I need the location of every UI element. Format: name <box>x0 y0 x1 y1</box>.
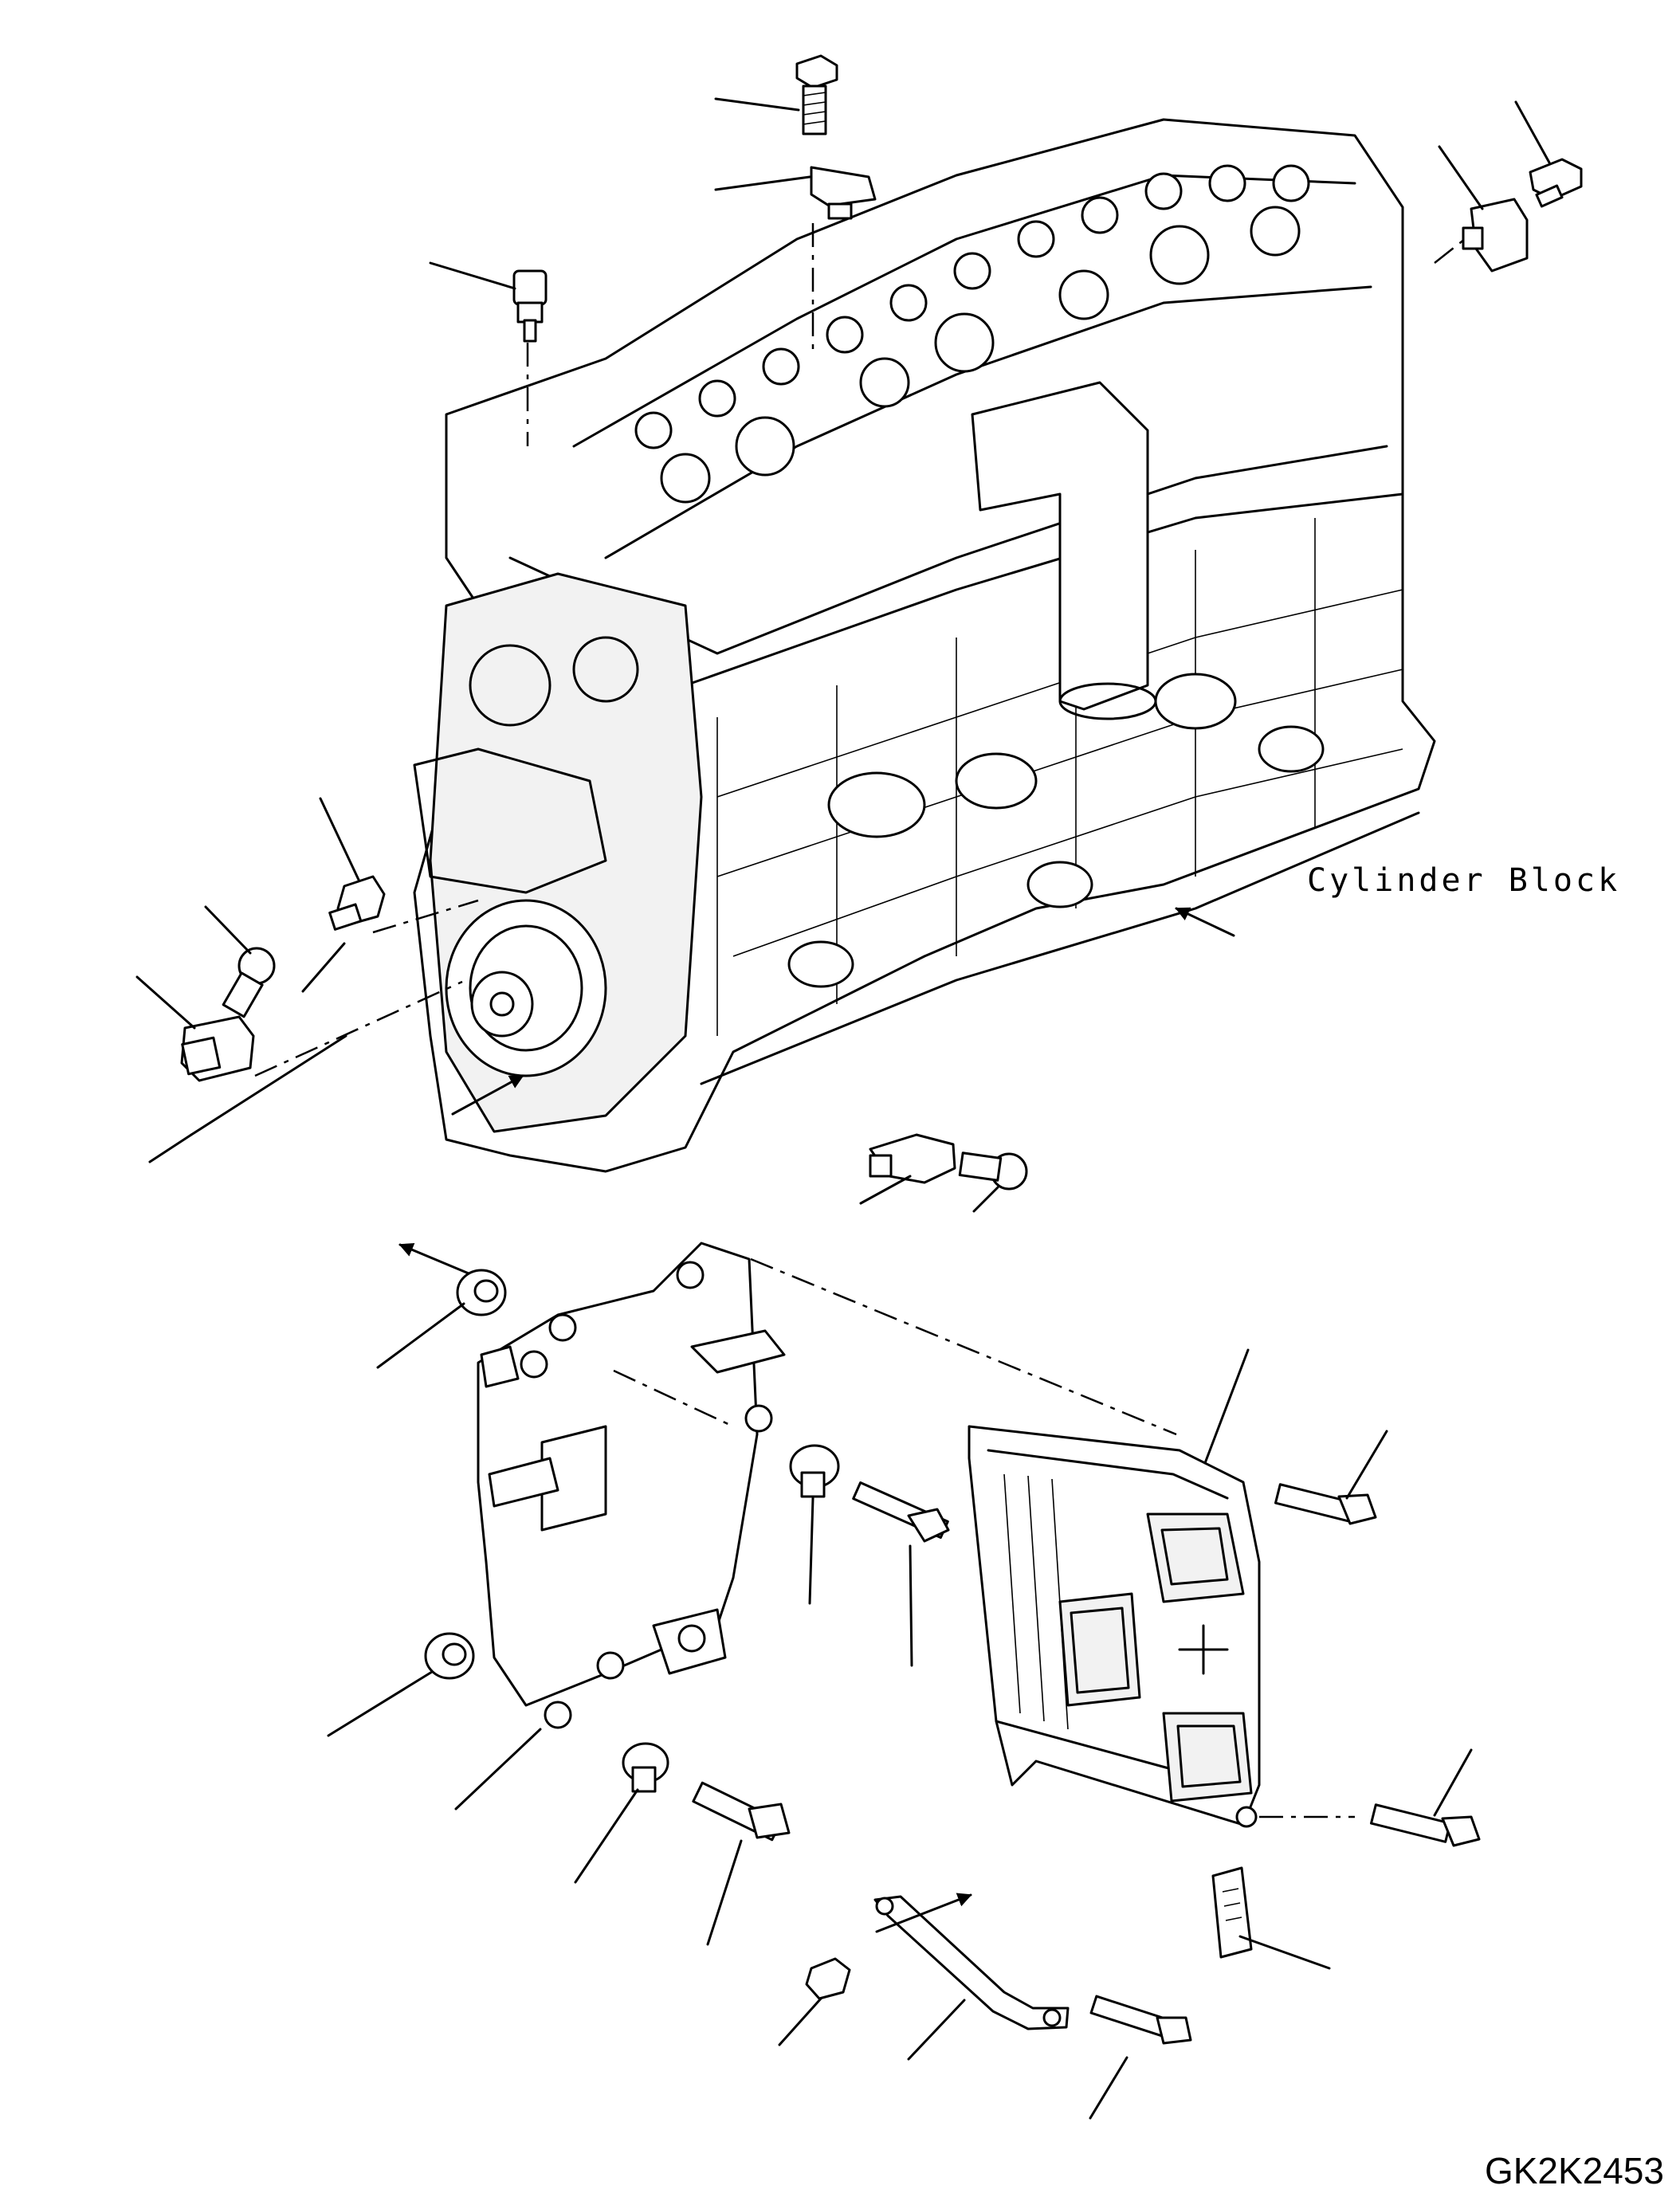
leader-lower-bolt <box>972 1186 999 1213</box>
mount-bracket <box>477 1242 786 1729</box>
dash-cam-sensor <box>1434 238 1466 264</box>
leader-ecm-bolt-upper <box>1345 1430 1388 1500</box>
coolant-temp-sensor <box>512 269 548 343</box>
leader-crank-sensor-c <box>190 1034 347 1136</box>
arrow-cylinder-block <box>1175 907 1235 937</box>
leader-coolant-sensor <box>429 261 516 290</box>
dash-bracket-ecm <box>750 1257 1177 1436</box>
leader-crank-sensor <box>135 975 196 1030</box>
top-bolt <box>795 54 838 135</box>
leader-cam-sensor <box>1438 145 1484 210</box>
stud-lower <box>692 1781 791 1842</box>
leader-boost-sensor <box>714 175 811 191</box>
spacer-mid <box>789 1444 840 1498</box>
cam-speed-sensor <box>1462 198 1529 273</box>
bolt-mid <box>852 1481 950 1543</box>
leader-bolt-mid <box>909 1544 913 1667</box>
leader-right-bolt <box>1514 100 1551 164</box>
leader-ecm <box>1203 1348 1250 1465</box>
left-bolt <box>222 947 276 1018</box>
dash-crank-sensor <box>254 980 463 1077</box>
ecm-controller <box>968 1425 1261 1828</box>
leader-oil-pressure <box>319 797 360 881</box>
lower-speed-sensor <box>869 1133 956 1184</box>
leader-bracket <box>454 1728 542 1811</box>
cylinder-block-label: Cylinder Block <box>1307 862 1620 899</box>
oil-pressure-sensor <box>328 875 386 931</box>
arrow-crank-pulley <box>451 1074 524 1116</box>
ecm-connector-left <box>1058 1592 1141 1707</box>
leader-stud-lower <box>706 1839 743 1946</box>
spacer-lower <box>622 1742 669 1793</box>
strap-bolt-right <box>1089 1995 1192 2045</box>
drawing-code: GK2K2453 <box>1485 2150 1664 2191</box>
leader-crank-sensor-b <box>148 1133 193 1163</box>
arrow-bracket <box>398 1242 470 1275</box>
ecm-connector-bottom <box>1162 1712 1253 1803</box>
dash-oil-pressure <box>372 899 479 934</box>
leader-ground-strap <box>907 1999 966 2061</box>
strap-bolt-left <box>805 1957 851 2000</box>
leader-spacer-left <box>327 1670 434 1737</box>
lower-bolt <box>958 1151 1028 1191</box>
head-bosses <box>634 164 1310 504</box>
ecm-bolt-lower <box>1370 1803 1481 1847</box>
ecm-bolt-upper <box>1274 1483 1377 1525</box>
ecm-label-plate <box>1211 1866 1253 1959</box>
leader-top-bolt <box>714 97 800 112</box>
ecm-connector-top <box>1146 1512 1245 1603</box>
leader-lower-speed-sensor <box>859 1175 912 1205</box>
arrow-ground-strap <box>875 1893 972 1933</box>
leader-spacer-mid <box>808 1497 814 1605</box>
leader-left-bolt <box>204 905 252 955</box>
spacer-left <box>424 1632 475 1680</box>
leader-spacer-lower <box>574 1788 639 1884</box>
ground-strap <box>873 1895 1070 2030</box>
spacer-top <box>456 1269 507 1316</box>
leader-label-plate <box>1238 1935 1331 1970</box>
boost-sensor <box>810 166 877 220</box>
crank-speed-sensor <box>180 1015 255 1082</box>
leader-oil-pressure-b <box>301 942 346 993</box>
leader-strap-bolt-left <box>778 1997 822 2046</box>
crank-pulley <box>445 899 607 1077</box>
leader-spacer-top <box>376 1302 465 1369</box>
engine-block <box>413 118 1436 1173</box>
leader-strap-bolt-right <box>1089 2056 1129 2120</box>
dash-bracket-b <box>613 1369 734 1428</box>
leader-ecm-bolt-lower <box>1433 1748 1473 1817</box>
right-bolt <box>1529 158 1583 208</box>
